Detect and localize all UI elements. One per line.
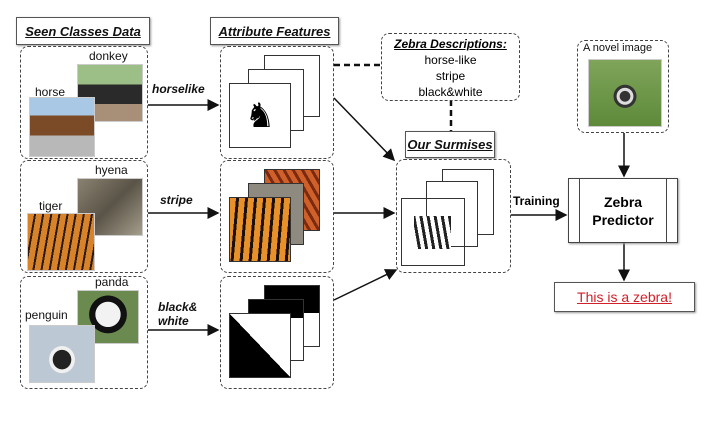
surmises-stack (396, 159, 511, 273)
zebra-sketch-image (401, 198, 465, 266)
horse-sketch-icon: ♞ (229, 83, 291, 148)
tiger-stripe-texture (229, 197, 291, 262)
penguin-image (29, 325, 95, 383)
label-white: white (158, 314, 189, 328)
group-tiger-hyena: hyena tiger (20, 160, 148, 273)
arrow-attr1-surmise (333, 97, 396, 162)
label-panda: panda (95, 275, 129, 289)
bw-feature-stack (220, 276, 334, 389)
novel-image-box: A novel image (577, 40, 669, 133)
label-stripe: stripe (160, 193, 193, 207)
seen-classes-header: Seen Classes Data (16, 17, 150, 45)
horse-image (29, 97, 95, 157)
label-penguin: penguin (25, 308, 68, 322)
our-surmises-header: Our Surmises (405, 131, 495, 158)
label-donkey: donkey (89, 49, 128, 63)
horselike-feature-stack: ♞ (220, 46, 334, 159)
label-horse: horse (35, 85, 66, 99)
arrow-attr3-surmise (333, 269, 398, 301)
hyena-image (77, 178, 143, 236)
predictor-line1: Zebra (603, 193, 643, 210)
attribute-features-header: Attribute Features (210, 17, 339, 45)
predictor-line2: Predictor (592, 211, 654, 228)
result-text: This is a zebra! (577, 289, 672, 305)
novel-image-label: A novel image (583, 42, 653, 54)
zebra-predictor: Zebra Predictor (568, 178, 678, 243)
stripe-feature-stack (220, 160, 334, 273)
description-item: black&white (418, 85, 483, 99)
zebra-descriptions-title: Zebra Descriptions: (394, 37, 507, 51)
group-penguin-panda: panda penguin (20, 275, 148, 389)
tiger-image (27, 213, 95, 271)
description-item: horse-like (424, 53, 477, 67)
result-box: This is a zebra! (554, 282, 695, 312)
label-black: black& (158, 300, 198, 314)
label-tiger: tiger (39, 199, 63, 213)
zebra-descriptions-box: Zebra Descriptions: horse-like stripe bl… (381, 33, 520, 101)
label-horselike: horselike (152, 82, 205, 96)
label-hyena: hyena (95, 163, 128, 177)
zebra-photo (588, 59, 662, 127)
description-item: stripe (435, 69, 466, 83)
black-white-texture (229, 313, 291, 378)
group-horse-donkey: donkey horse (20, 46, 148, 159)
training-label: Training (513, 194, 560, 208)
